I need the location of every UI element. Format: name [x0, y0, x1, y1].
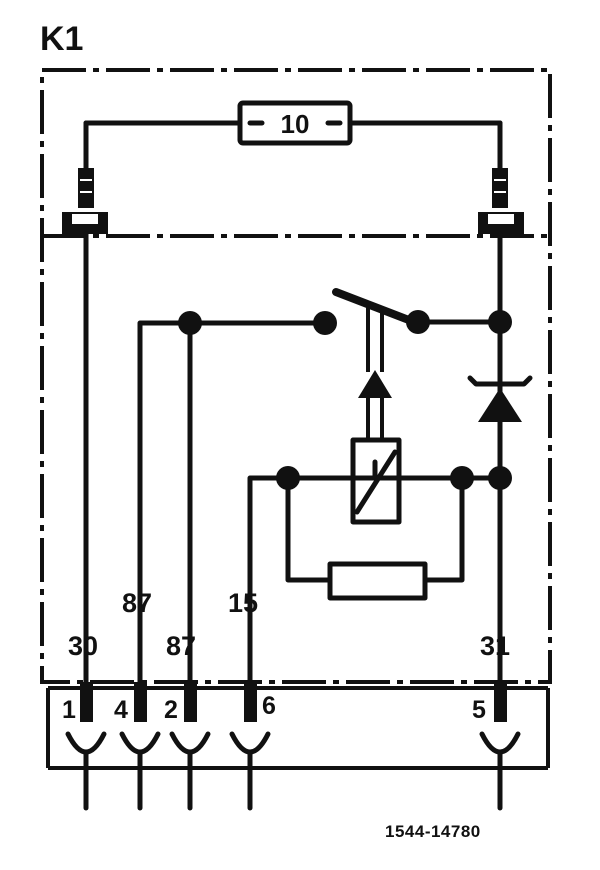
circuit-wiring	[83, 231, 503, 693]
terminal-label-31: 31	[480, 631, 510, 661]
junction-dot	[488, 310, 512, 334]
junction-dots	[178, 310, 512, 490]
relay-housing-frame	[40, 68, 552, 770]
junction-dot	[178, 311, 202, 335]
terminal-label-87-outer: 87	[166, 631, 196, 661]
diagram-title: K1	[40, 20, 83, 58]
pin-number-2: 2	[164, 696, 178, 724]
socket-cups	[65, 731, 521, 755]
terminal-label-15: 15	[228, 588, 258, 618]
junction-dot	[276, 466, 300, 490]
relay-coil	[350, 437, 402, 525]
pin-number-4: 4	[114, 696, 128, 724]
junction-dot	[450, 466, 474, 490]
relay-switch-contact	[332, 288, 418, 440]
wire-leads	[83, 749, 503, 811]
junction-dot	[488, 466, 512, 490]
pin-number-5: 5	[472, 696, 486, 724]
left-fuse-clip	[62, 168, 108, 234]
terminal-label-30: 30	[68, 631, 98, 661]
pin-number-6: 6	[262, 692, 276, 720]
resistor	[327, 561, 428, 601]
junction-dot	[313, 311, 337, 335]
pin-number-1: 1	[62, 696, 76, 724]
fuse-10: 10	[83, 100, 503, 171]
terminal-label-87-inner: 87	[122, 588, 152, 618]
junction-dot	[406, 310, 430, 334]
plug-pins	[80, 682, 507, 722]
drawing-code: 1544-14780	[385, 822, 481, 841]
zener-diode	[467, 375, 533, 422]
right-fuse-clip	[478, 168, 524, 234]
fuse-value-label: 10	[281, 109, 310, 139]
